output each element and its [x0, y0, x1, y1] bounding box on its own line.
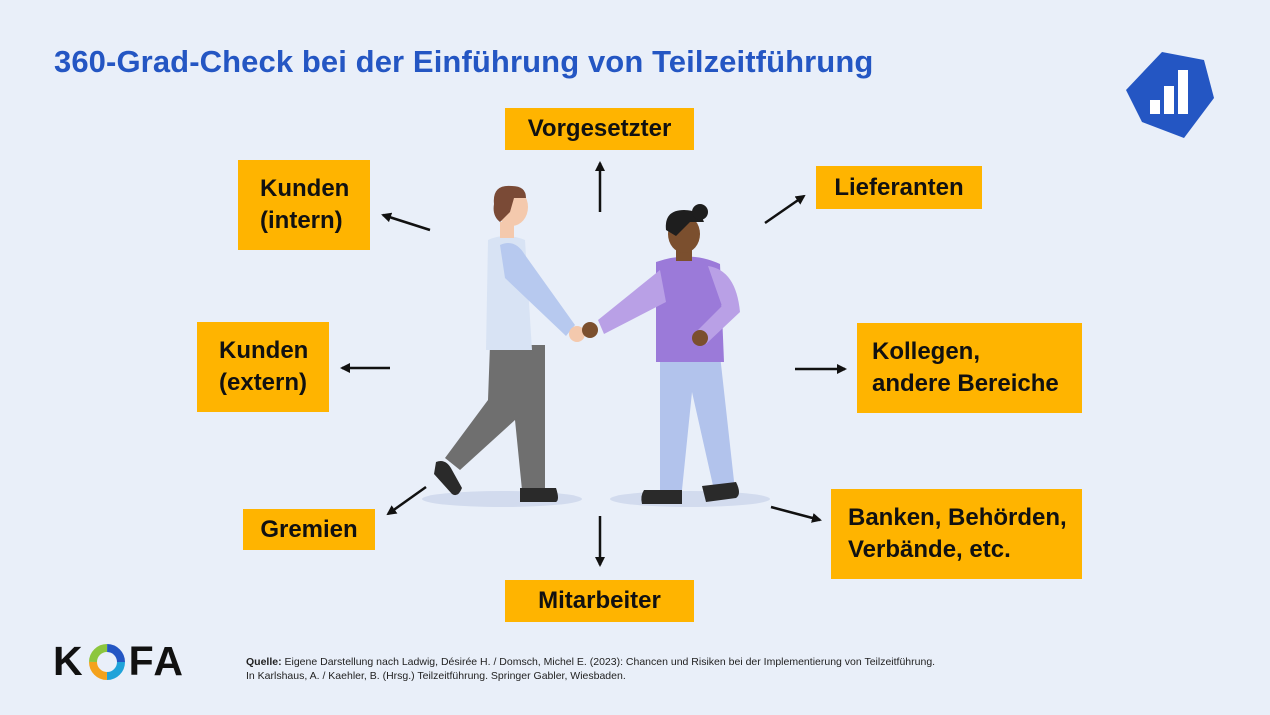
person-woman — [582, 204, 740, 504]
brand-k: K — [53, 638, 85, 684]
source-note: Quelle: Eigene Darstellung nach Ladwig, … — [246, 655, 946, 683]
node-banken: Banken, Behörden, Verbände, etc. — [831, 489, 1082, 579]
brand-fa: FA — [128, 638, 186, 684]
source-label: Quelle: — [246, 656, 282, 668]
node-label: Gremien — [260, 515, 358, 543]
kofa-logo: K FA — [53, 638, 185, 685]
arrow-gremien — [386, 485, 427, 516]
bar-chart-shield-logo — [1124, 50, 1216, 147]
source-line-1: Eigene Darstellung nach Ladwig, Désirée … — [281, 656, 936, 668]
person-man — [434, 185, 585, 502]
node-label: Kunden (intern) — [260, 175, 350, 234]
node-label: Mitarbeiter — [538, 587, 661, 614]
node-kunden-intern: Kunden (intern) — [238, 160, 370, 250]
node-kunden-extern: Kunden (extern) — [197, 322, 329, 412]
node-kollegen: Kollegen, andere Bereiche — [857, 323, 1082, 413]
node-label: Vorgesetzter — [527, 115, 672, 142]
arrow-banken — [770, 505, 822, 523]
node-label: Banken, Behörden, Verbände, etc. — [848, 504, 1067, 563]
page-title: 360-Grad-Check bei der Einführung von Te… — [54, 44, 874, 79]
node-mitarbeiter: Mitarbeiter — [505, 580, 694, 622]
source-line-2: In Karlshaus, A. / Kaehler, B. (Hrsg.) T… — [246, 670, 626, 682]
arrow-lieferanten — [764, 194, 806, 225]
node-label: Kunden (extern) — [219, 337, 309, 396]
node-lieferanten: Lieferanten — [816, 166, 982, 209]
node-label: Kollegen, andere Bereiche — [872, 338, 1059, 397]
node-gremien: Gremien — [243, 509, 375, 550]
node-vorgesetzter: Vorgesetzter — [505, 108, 694, 150]
kofa-ring-icon — [88, 643, 126, 681]
arrow-kunden-intern — [381, 212, 431, 232]
node-label: Lieferanten — [834, 173, 964, 201]
